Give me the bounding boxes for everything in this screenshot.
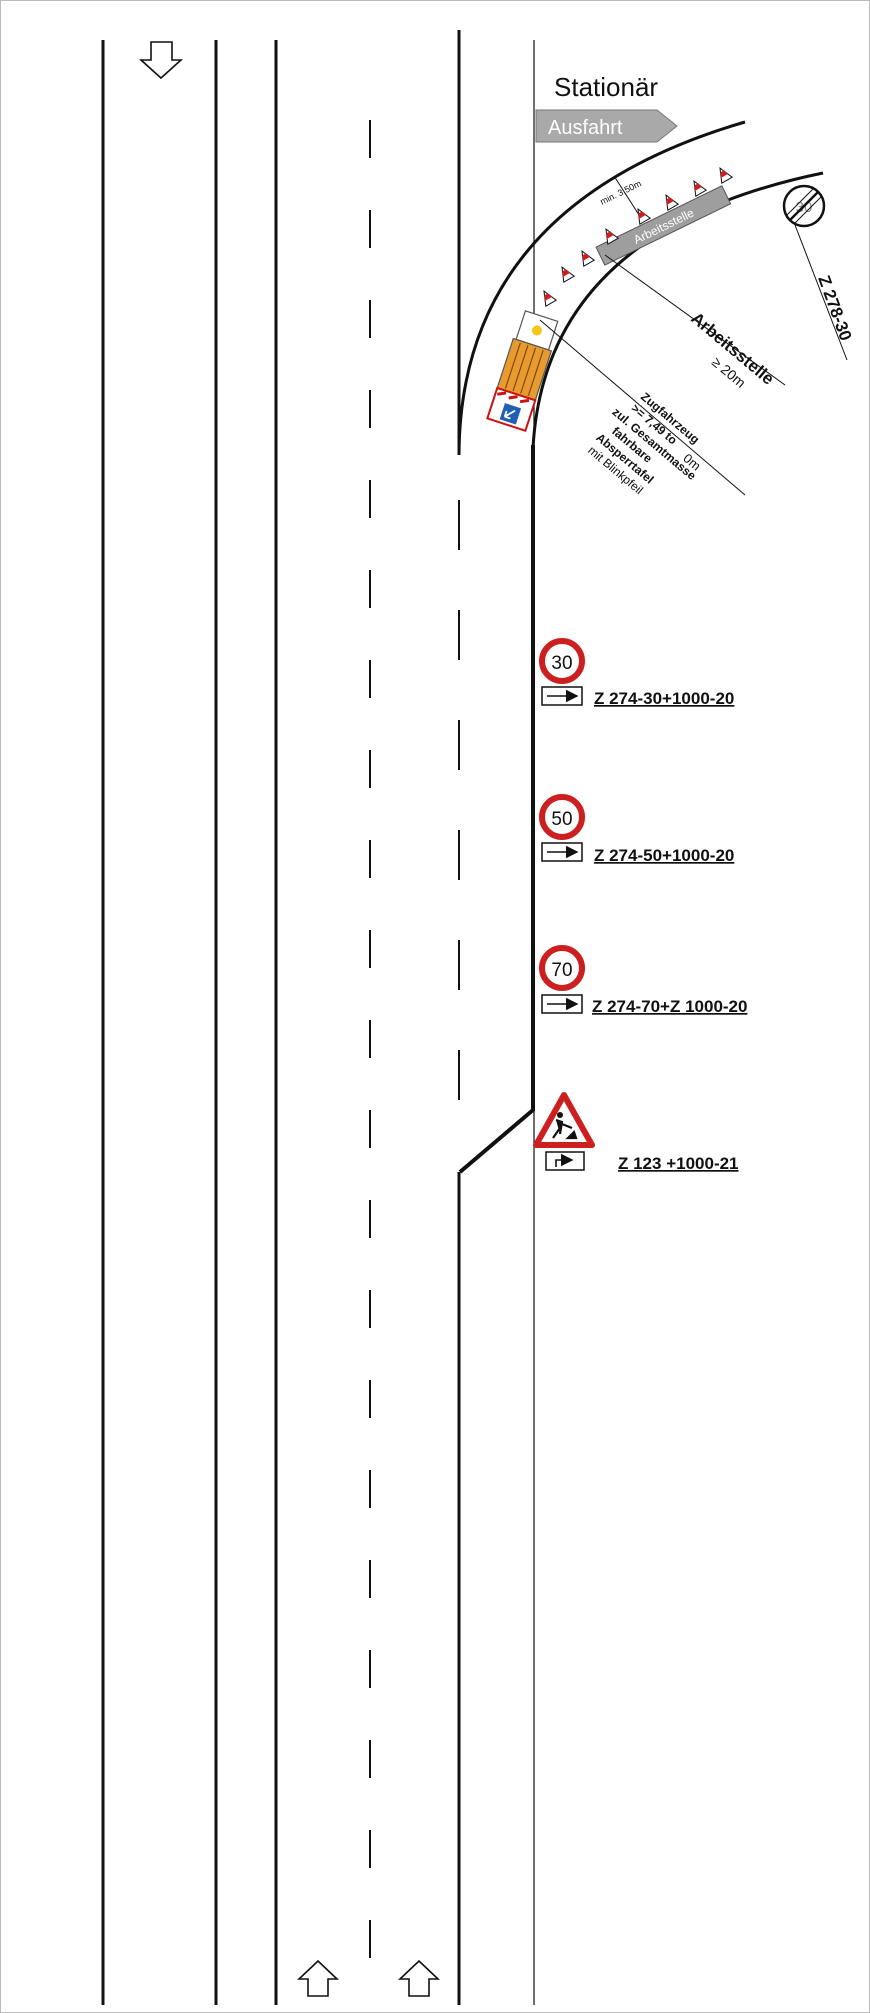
speed-sign-value: 30 xyxy=(551,653,572,674)
end-sign: 30 Z 278-30 xyxy=(782,184,855,361)
arrow-turn-right-icon xyxy=(555,1153,574,1167)
roadworks-sign: Z 123 +1000-21 xyxy=(533,1092,739,1173)
arrow-up-icon xyxy=(296,1959,340,1997)
speed-limit-sign-icon xyxy=(539,638,585,684)
end-sign-code: Z 278-30 xyxy=(814,273,855,343)
exit-sign: Ausfahrt xyxy=(535,109,678,143)
cone-icon xyxy=(719,166,734,185)
vehicle-note: Zugfahrzeug >= 7,49 to zul. Gesamtmasse … xyxy=(585,390,704,498)
cone-icon xyxy=(543,289,558,308)
warning-light-icon xyxy=(531,325,542,336)
speed-limit-sign-icon xyxy=(539,794,585,840)
arrow-up-icon xyxy=(397,1959,441,1997)
speed-limit-sign-icon xyxy=(539,945,585,991)
cone-icon xyxy=(637,207,652,226)
speed-sign-value: 50 xyxy=(551,809,572,830)
cone-icon xyxy=(665,193,680,212)
direction-arrows xyxy=(138,41,441,1997)
zone-dimension-line-bottom xyxy=(539,319,746,496)
clearance-dimension-line xyxy=(613,175,642,219)
exit-sign-label: Ausfahrt xyxy=(548,117,623,139)
cone-icon xyxy=(605,227,620,246)
supplementary-panel xyxy=(545,1151,585,1171)
roadworks-warning-icon xyxy=(533,1092,595,1148)
page-title: Stationär xyxy=(554,72,658,102)
traffic-cones xyxy=(543,166,734,308)
sign-code: Z 123 +1000-21 xyxy=(618,1154,739,1173)
cone-icon xyxy=(693,179,708,198)
work-zone: Arbeitsstelle min. 3,50m xyxy=(486,166,855,498)
closed-lane-boundary xyxy=(458,445,535,1174)
speed-sign-70: 70 Z 274-70+Z 1000-20 xyxy=(539,945,747,1016)
speed-sign-30: 30 Z 274-30+1000-20 xyxy=(539,638,734,708)
sign-code: Z 274-70+Z 1000-20 xyxy=(592,997,747,1016)
cone-icon xyxy=(561,265,576,284)
sign-code: Z 274-30+1000-20 xyxy=(594,689,734,708)
arrow-down-icon xyxy=(138,41,184,80)
exit-ramp xyxy=(457,120,824,456)
cone-icon xyxy=(581,249,596,268)
barrier-truck xyxy=(486,310,559,433)
end-sign-leader-line xyxy=(794,224,848,361)
speed-sign-value: 70 xyxy=(551,960,572,981)
ramp-curve-inner xyxy=(531,171,824,449)
speed-sign-50: 50 Z 274-50+1000-20 xyxy=(539,794,734,865)
sign-code: Z 274-50+1000-20 xyxy=(594,846,734,865)
zone-dimension-line-top xyxy=(604,254,786,386)
ramp-curve-outer xyxy=(457,120,746,456)
roadway xyxy=(101,30,535,2005)
